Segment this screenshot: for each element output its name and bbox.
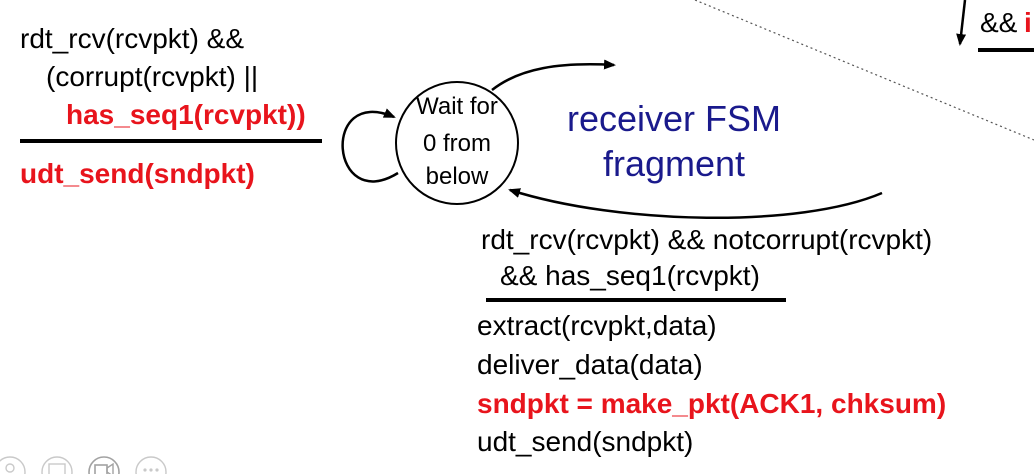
top-right-arrow-shaft	[956, 0, 967, 46]
self-loop-arrow	[341, 108, 399, 183]
self-loop-action-line1: udt_send(sndpkt)	[20, 158, 255, 189]
self-loop-condition-line1: rdt_rcv(rcvpkt) &&	[20, 23, 244, 54]
bottom-action-line1: extract(rcvpkt,data)	[477, 310, 717, 341]
self-loop-condition-line3: has_seq1(rcvpkt))	[66, 99, 306, 130]
top-right-fragment-text: &&	[980, 7, 1018, 38]
bottom-action-line3: sndpkt = make_pkt(ACK1, chksum)	[477, 388, 946, 419]
self-loop-condition-line2: (corrupt(rcvpkt) ||	[46, 61, 258, 92]
video-icon[interactable]	[88, 456, 120, 474]
bottom-action-line4: udt_send(sndpkt)	[477, 426, 693, 457]
notes-icon[interactable]	[41, 456, 73, 474]
fsm-title-line1: receiver FSM	[567, 98, 781, 139]
pointer-icon[interactable]	[0, 456, 26, 474]
more-icon[interactable]	[135, 456, 167, 474]
top-right-fragment-red-text: i	[1024, 7, 1032, 38]
fsm-title-line2: fragment	[603, 143, 745, 184]
state-wait-for-0-from-below	[395, 81, 519, 205]
bottom-condition-line2: && has_seq1(rcvpkt)	[500, 260, 760, 291]
presentation-toolbar	[0, 456, 167, 474]
bottom-condition-line1: rdt_rcv(rcvpkt) && notcorrupt(rcvpkt)	[481, 224, 932, 255]
bottom-action-line2: deliver_data(data)	[477, 349, 703, 380]
dotted-diagonal-line	[694, 0, 1034, 141]
state-label-line2: 0 from	[423, 130, 491, 157]
incoming-transition-arrow	[508, 188, 883, 219]
outgoing-transition-arrow	[491, 59, 616, 91]
state-label-line3: below	[426, 163, 489, 190]
state-label-line1: Wait for	[416, 93, 498, 120]
